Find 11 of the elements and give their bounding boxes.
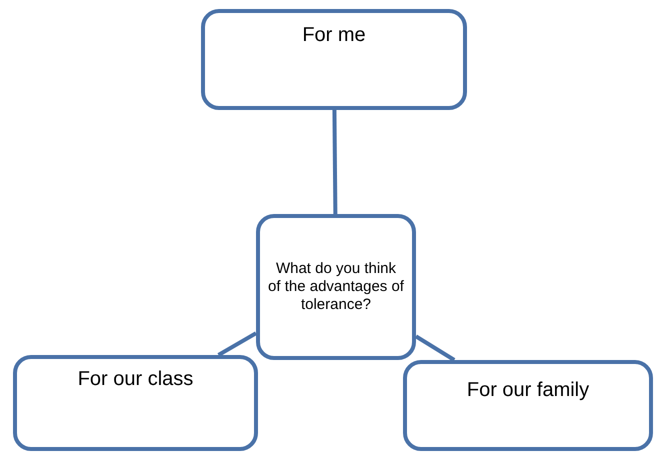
- text-box: [403, 360, 653, 451]
- text-box: [256, 214, 416, 360]
- box-text: For me: [302, 23, 366, 47]
- connector-line: [217, 332, 257, 357]
- connector-line: [414, 334, 456, 362]
- text-box: [201, 9, 467, 110]
- box-text: For our class: [78, 367, 194, 391]
- connector-line: [332, 110, 338, 214]
- text-box: [13, 355, 258, 451]
- box-text: What do you think of the advantages of tolerance?: [268, 260, 404, 314]
- box-text: For our family: [466, 378, 590, 402]
